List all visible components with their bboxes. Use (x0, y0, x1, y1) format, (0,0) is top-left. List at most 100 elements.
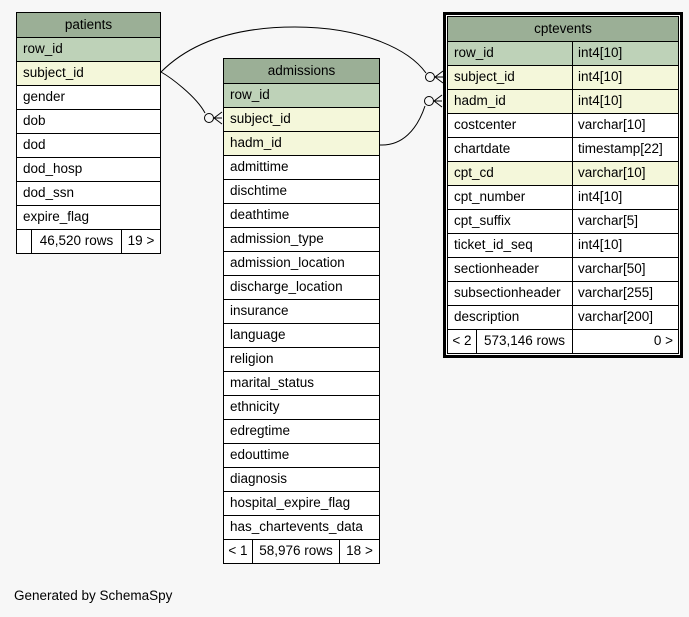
column-row-patients-dod_hosp: dod_hosp (17, 157, 160, 181)
column-name: deathtime (230, 207, 290, 222)
column-type: int4[10] (578, 45, 623, 60)
column-row-admissions-admittime: admittime (224, 155, 379, 179)
column-name: hadm_id (448, 90, 573, 113)
column-name: row_id (448, 42, 573, 65)
zero-or-one-circle (424, 96, 434, 106)
column-row-admissions-discharge_location: discharge_location (224, 275, 379, 299)
column-row-admissions-hospital_expire_flag: hospital_expire_flag (224, 491, 379, 515)
column-row-admissions-edregtime: edregtime (224, 419, 379, 443)
column-name: chartdate (448, 138, 573, 161)
footer-row-count: 58,976 rows (253, 540, 340, 563)
column-name: dod (23, 137, 46, 152)
column-type: timestamp[22] (578, 141, 663, 156)
column-row-patients-dod_ssn: dod_ssn (17, 181, 160, 205)
column-row-patients-dod: dod (17, 133, 160, 157)
column-name: language (230, 327, 286, 342)
column-type: int4[10] (578, 237, 623, 252)
column-type: varchar[10] (578, 165, 646, 180)
column-row-admissions-insurance: insurance (224, 299, 379, 323)
footer-page-prev[interactable]: < 1 (224, 540, 253, 563)
relationship-admissions-cptevents (379, 94, 443, 146)
column-row-admissions-edouttime: edouttime (224, 443, 379, 467)
column-name: admission_type (230, 231, 324, 246)
column-row-admissions-admission_location: admission_location (224, 251, 379, 275)
column-name: row_id (23, 41, 63, 56)
footer-page-next[interactable]: 0 > (653, 333, 673, 348)
column-row-admissions-dischtime: dischtime (224, 179, 379, 203)
column-name: ticket_id_seq (448, 234, 573, 257)
footer-page-prev[interactable] (17, 230, 32, 253)
column-name: marital_status (230, 375, 315, 390)
column-type: varchar[200] (578, 309, 654, 324)
column-name: admittime (230, 159, 289, 174)
column-name: expire_flag (23, 209, 90, 224)
column-row-patients-gender: gender (17, 85, 160, 109)
column-row-cptevents-description: description varchar[200] (448, 305, 678, 329)
table-title-admissions[interactable]: admissions (224, 59, 379, 83)
column-name: subsectionheader (448, 282, 573, 305)
footer-page-prev[interactable]: < 2 (448, 330, 477, 353)
column-type: varchar[255] (578, 285, 654, 300)
column-row-admissions-diagnosis: diagnosis (224, 467, 379, 491)
column-name: subject_id (23, 65, 84, 80)
column-name: cpt_number (448, 186, 573, 209)
column-row-admissions-has_chartevents_data: has_chartevents_data (224, 515, 379, 539)
column-row-admissions-subject_id: subject_id (224, 107, 379, 131)
column-name: has_chartevents_data (230, 519, 363, 534)
column-name: hadm_id (230, 135, 282, 150)
column-name: dod_hosp (23, 161, 83, 176)
column-name: subject_id (230, 111, 291, 126)
column-name: religion (230, 351, 274, 366)
table-title-cptevents[interactable]: cptevents (448, 17, 678, 41)
column-name: dischtime (230, 183, 288, 198)
column-row-admissions-ethnicity: ethnicity (224, 395, 379, 419)
column-name: description (448, 306, 573, 329)
crow-foot-icon (434, 70, 444, 84)
column-name: diagnosis (230, 471, 288, 486)
column-name: ethnicity (230, 399, 280, 414)
table-title-patients[interactable]: patients (17, 13, 160, 37)
column-row-admissions-religion: religion (224, 347, 379, 371)
table-footer-patients: 46,520 rows 19 > (17, 229, 160, 253)
column-name: dod_ssn (23, 185, 75, 200)
column-row-cptevents-row_id: row_id int4[10] (448, 41, 678, 65)
footer-row-count: 46,520 rows (32, 230, 122, 253)
column-type: int4[10] (578, 69, 623, 84)
crow-foot-icon (433, 94, 443, 108)
column-row-patients-expire_flag: expire_flag (17, 205, 160, 229)
generated-by-note: Generated by SchemaSpy (14, 588, 173, 603)
column-name: sectionheader (448, 258, 573, 281)
footer-page-next[interactable]: 18 > (346, 543, 373, 558)
column-row-admissions-hadm_id: hadm_id (224, 131, 379, 155)
column-type: varchar[5] (578, 213, 639, 228)
column-name: dob (23, 113, 46, 128)
column-row-admissions-language: language (224, 323, 379, 347)
column-row-cptevents-subject_id: subject_id int4[10] (448, 65, 678, 89)
column-name: subject_id (448, 66, 573, 89)
column-name: costcenter (448, 114, 573, 137)
column-name: insurance (230, 303, 289, 318)
column-name: cpt_suffix (448, 210, 573, 233)
column-row-admissions-marital_status: marital_status (224, 371, 379, 395)
column-name: gender (23, 89, 66, 104)
column-type: int4[10] (578, 93, 623, 108)
zero-or-one-circle (425, 72, 435, 82)
column-row-patients-row_id: row_id (17, 37, 160, 61)
footer-page-next[interactable]: 19 > (127, 233, 155, 248)
zero-or-one-circle (204, 113, 214, 123)
column-row-admissions-admission_type: admission_type (224, 227, 379, 251)
column-row-patients-dob: dob (17, 109, 160, 133)
column-row-admissions-row_id: row_id (224, 83, 379, 107)
